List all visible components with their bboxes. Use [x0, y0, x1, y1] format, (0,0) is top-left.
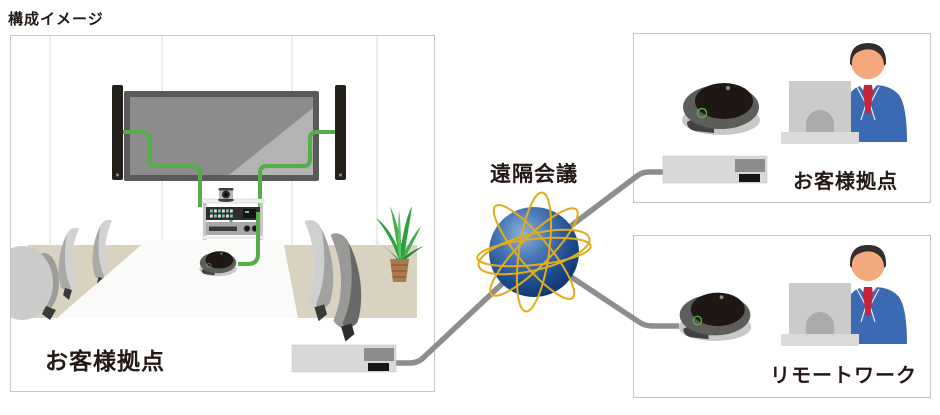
office-chair-icon [11, 246, 59, 320]
office-worker-icon [780, 244, 908, 347]
conference-room-illustration [11, 36, 424, 342]
av-rack [201, 188, 265, 243]
speaker-left-icon [112, 85, 123, 180]
lan-cable-right [258, 130, 335, 207]
lan-cable-left [123, 130, 202, 207]
speakerphone-icon [678, 291, 752, 342]
conference-room-label: お客様拠点 [45, 349, 165, 375]
remote-work-label: リモートワーク [770, 363, 917, 387]
wan-cable-globe-to-remote [533, 250, 679, 329]
network-router-icon [291, 344, 397, 373]
globe-network-icon [476, 191, 592, 313]
network-router-icon [662, 155, 768, 184]
page-title: 構成イメージ [8, 10, 104, 28]
tv-display [124, 91, 319, 181]
customer-site-label: お客様拠点 [793, 169, 898, 193]
lan-cable-speakerphone [238, 212, 260, 266]
codec-unit-icon [206, 207, 260, 220]
potted-plant-icon [373, 206, 424, 282]
speakerphone-icon [681, 82, 761, 136]
speaker-right-icon [335, 85, 346, 180]
office-worker-icon [780, 42, 908, 145]
remote-conference-label: 遠隔会議 [490, 162, 578, 186]
audio-amp-icon [206, 222, 260, 235]
ptz-camera-icon [218, 188, 234, 202]
conference-table [57, 240, 298, 318]
